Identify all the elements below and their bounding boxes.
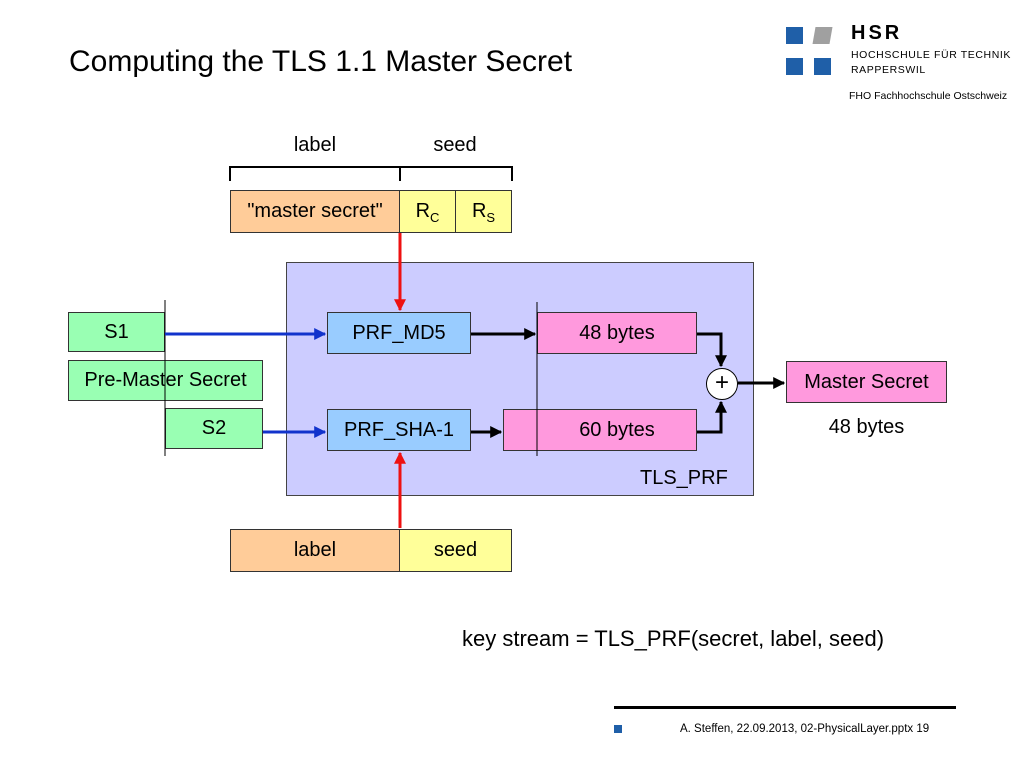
- prf-sha1-text: PRF_SHA-1: [343, 418, 455, 441]
- master-secret-bytes: 48 bytes: [828, 416, 905, 438]
- top-seed-caption: seed: [433, 134, 477, 156]
- logo-subtitle: HOCHSCHULE FÜR TECHNIK: [851, 49, 1012, 61]
- md5-output-box: 48 bytes: [537, 312, 697, 354]
- s1-text: S1: [104, 320, 129, 343]
- bottom-label-text: label: [293, 539, 337, 561]
- logo-wordmark: HSR: [851, 22, 903, 44]
- footer-bullet-icon: [614, 725, 622, 733]
- s1-box: S1: [68, 312, 165, 352]
- prf-md5-text: PRF_MD5: [352, 321, 446, 344]
- logo-square-icon: [786, 58, 803, 75]
- key-stream-formula: key stream = TLS_PRF(secret, label, seed…: [462, 626, 885, 651]
- master-secret-box: Master Secret: [786, 361, 947, 403]
- logo-square-icon: [814, 58, 831, 75]
- s2-box: S2: [165, 408, 263, 449]
- rs-sub: S: [486, 210, 496, 225]
- rc-main: R: [415, 200, 431, 222]
- rc-sub: C: [430, 210, 440, 225]
- logo-subtitle: RAPPERSWIL: [851, 64, 926, 76]
- prf-sha1-box: PRF_SHA-1: [327, 409, 471, 451]
- bottom-seed-text: seed: [433, 539, 478, 561]
- logo-affiliation: FHO Fachhochschule Ostschweiz: [849, 90, 1008, 102]
- sha1-output-box: 60 bytes: [503, 409, 697, 451]
- logo-square-icon: [786, 27, 803, 44]
- top-label-caption: label: [293, 134, 337, 156]
- pre-master-secret-box: Pre-Master Secret: [68, 360, 263, 401]
- page-title: Computing the TLS 1.1 Master Secret: [69, 45, 573, 78]
- footer-divider: [614, 706, 956, 709]
- md5-output-text: 48 bytes: [579, 321, 655, 344]
- sha1-output-text: 60 bytes: [579, 418, 655, 441]
- pre-master-secret-text: Pre-Master Secret: [84, 369, 247, 391]
- xor-plus-icon: +: [706, 368, 738, 400]
- prf-md5-box: PRF_MD5: [327, 312, 471, 354]
- tls-prf-label: TLS_PRF: [640, 467, 728, 489]
- master-secret-label-box: "master secret": [230, 190, 400, 233]
- rs-main: R: [471, 200, 487, 222]
- top-brace: [229, 166, 513, 181]
- master-secret-label-text: "master secret": [247, 200, 383, 222]
- bottom-seed-box: seed: [399, 529, 512, 572]
- tls-prf-container: [286, 262, 754, 496]
- bottom-label-box: label: [230, 529, 400, 572]
- s2-text: S2: [201, 417, 227, 439]
- footer-text: A. Steffen, 22.09.2013, 02-PhysicalLayer…: [680, 723, 930, 735]
- master-secret-text: Master Secret: [804, 370, 929, 393]
- logo-square-icon: [812, 27, 833, 44]
